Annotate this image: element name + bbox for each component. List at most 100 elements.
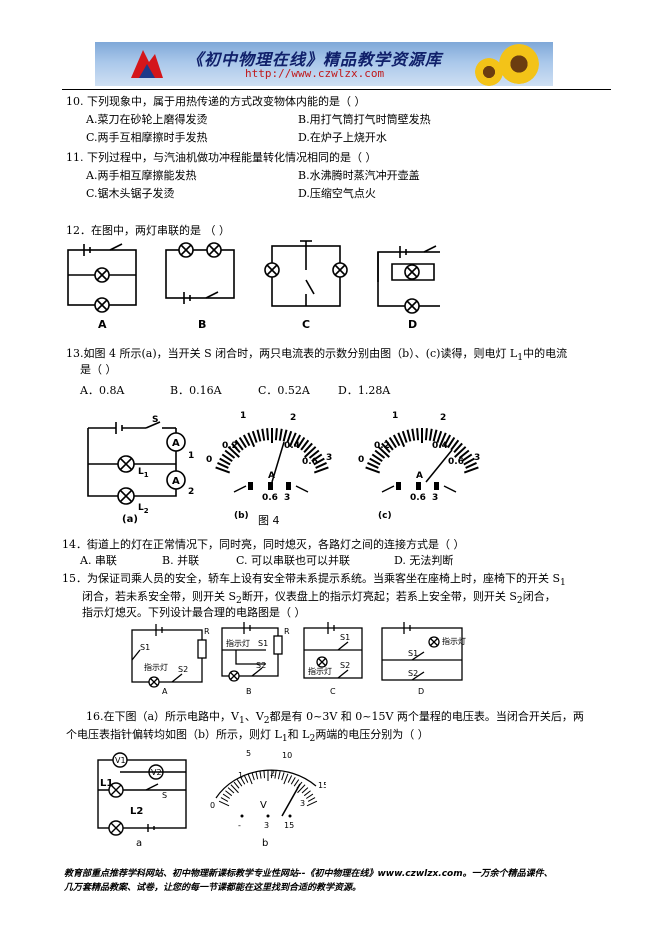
dial-tick-mark	[230, 784, 239, 794]
dial-c-unit: A	[416, 471, 423, 481]
dial-tick-mark	[313, 466, 329, 474]
dial-tick-mark	[297, 436, 306, 449]
dial-b-tick-04: 0.4	[284, 441, 300, 451]
dial-tick-mark	[461, 453, 473, 462]
ammeter-a1-symbol: A	[172, 438, 180, 449]
dial-tick-mark	[277, 771, 281, 780]
dial-v-tick-15: 15	[318, 781, 326, 790]
q15-d-s2-label: S2	[408, 669, 418, 678]
q12-label-b: B	[198, 318, 206, 331]
q16-v2-label: V2	[151, 768, 162, 777]
q15-b-s1-label: S1	[258, 639, 268, 648]
dial-tick-mark	[238, 436, 247, 449]
sunflower-icon	[475, 58, 503, 86]
dial-tick-mark	[259, 770, 262, 779]
q10-option-b: B.用打气筒打气时筒壁发热	[298, 113, 431, 126]
dial-tick-mark	[234, 439, 244, 451]
q10-option-a: A.菜刀在砂轮上磨得发烫	[86, 113, 208, 126]
lamp-l2-label: L2	[138, 503, 149, 515]
dial-tick-mark	[227, 787, 235, 794]
q11-stem: 11. 下列过程中，与汽油机做功冲程能量转化情况相同的是（ ）	[66, 151, 377, 164]
panel-c-label: (c)	[378, 511, 392, 521]
dial-c-terminal-3: 3	[432, 493, 438, 503]
dial-tick-mark	[215, 466, 231, 474]
ammeter-1-label: 1	[188, 451, 194, 461]
dial-tick-mark	[227, 446, 240, 458]
q15-d-s1-label: S1	[408, 649, 418, 658]
dial-tick-mark	[219, 457, 231, 466]
footer-line2: 几万套精品教案、试卷，让您的每一节课都能在这里找到合适的教学资源。	[64, 883, 362, 893]
dial-tick-mark	[381, 442, 391, 453]
dial-tick-mark	[266, 428, 270, 441]
q15-b-indicator-label: 指示灯	[226, 638, 250, 648]
dial-b-tick-06: 0.6	[302, 457, 318, 467]
dial-tick-mark	[278, 428, 283, 441]
dial-tick-mark	[233, 781, 240, 789]
q15-a-s1-label: S1	[140, 643, 150, 652]
dial-tick-mark	[311, 453, 323, 462]
q12-stem: 12．在图中，两灯串联的是 （ ）	[66, 224, 230, 237]
dial-tick-mark	[406, 429, 412, 442]
header-banner: 《初中物理在线》精品教学资源库 http://www.czwlzx.com	[95, 42, 553, 86]
dial-tick-mark	[306, 800, 318, 807]
dial-tick-mark	[438, 432, 447, 448]
q10-stem: 10. 下列现象中，属于用热传递的方式改变物体内能的是（ ）	[66, 95, 366, 108]
q12-circuits-figure: A B C D	[67, 240, 440, 331]
q15-d-indicator-label: 指示灯	[442, 636, 466, 646]
q14-option-c: C. 可以串联也可以并联	[236, 554, 351, 567]
q14-option-a: A. 串联	[80, 554, 117, 567]
dial-tick-mark	[270, 770, 273, 779]
dial-tick-mark	[369, 457, 381, 466]
dial-tick-mark	[313, 457, 325, 466]
dial-b-tick-02: 0.2	[222, 441, 238, 451]
dial-tick-mark	[251, 772, 255, 781]
dial-v-tick-2: 2	[270, 769, 275, 778]
dial-tick-mark	[401, 430, 408, 443]
q14-option-d: D. 无法判断	[394, 554, 454, 567]
dial-tick-mark	[224, 449, 236, 459]
dial-b-terminal-3: 3	[284, 493, 290, 503]
q15-circuits-figure: 指示灯 R S1 S2 指示灯 R S1 S2 指示灯 S1 S2 指示灯 S1…	[131, 622, 466, 696]
panel-b-label: (b)	[234, 511, 249, 521]
q11-option-c: C.锯木头锯子发烫	[86, 187, 175, 200]
fig4-caption: 图 4	[258, 514, 280, 527]
dial-v-tick-0: 0	[210, 801, 215, 810]
dial-tick-mark	[222, 793, 230, 799]
dial-v-tick-1: 1	[238, 771, 243, 780]
dial-tick-mark	[458, 449, 470, 459]
dial-tick-mark	[424, 428, 428, 441]
q10-option-c: C.两手互相摩擦时手发热	[86, 131, 208, 144]
footer-line1: 教育部重点推荐学科网站、初中物理新课标教学专业性网站--《初中物理在线》www.…	[64, 869, 553, 879]
header-divider	[62, 89, 611, 90]
dial-tick-mark	[225, 790, 233, 797]
q13-option-c: C．0.52A	[258, 384, 310, 397]
dial-tick-mark	[377, 446, 390, 458]
dial-tick-mark	[293, 779, 300, 787]
q16-panel-a-label: a	[136, 838, 142, 849]
dial-tick-mark	[301, 787, 309, 794]
dial-tick-mark	[374, 449, 386, 459]
dial-tick-mark	[286, 430, 293, 443]
q12-label-d: D	[408, 318, 417, 331]
dial-tick-mark	[288, 432, 297, 448]
q15-a-indicator-label: 指示灯	[144, 662, 168, 672]
dial-v-terminal-neg: -	[238, 821, 241, 830]
dial-tick-mark	[436, 430, 443, 443]
dial-tick-mark	[384, 439, 394, 451]
dial-tick-mark	[300, 439, 310, 451]
dial-tick-mark	[218, 800, 230, 807]
q13-option-d: D．1.28A	[338, 384, 391, 397]
sunflower-icon	[499, 44, 539, 84]
banner-url[interactable]: http://www.czwlzx.com	[245, 67, 385, 80]
q11-option-b: B.水沸腾时蒸汽冲开壶盖	[298, 169, 420, 182]
dial-c-tick-0: 0	[358, 455, 364, 465]
panel-a-label: (a)	[122, 514, 138, 525]
q13-stem-line2: 是（ ）	[80, 363, 117, 376]
dial-v-unit: V	[260, 800, 267, 811]
q16-panel-b-label: b	[262, 838, 268, 849]
dial-c-tick-2: 2	[440, 413, 446, 423]
q16-l1-label: L1	[100, 778, 113, 789]
dial-tick-mark	[306, 793, 314, 799]
banner-title: 《初中物理在线》精品教学资源库	[187, 50, 443, 69]
dial-b-tick-2: 2	[290, 413, 296, 423]
